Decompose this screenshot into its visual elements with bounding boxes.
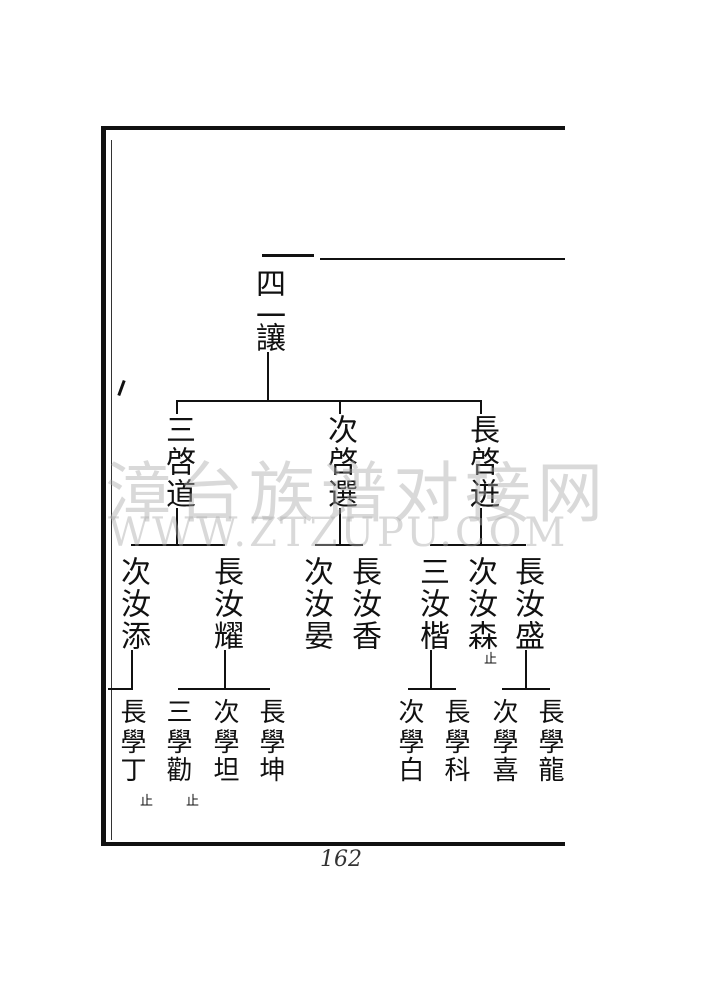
gen3-name-1: 學丁 — [116, 728, 146, 784]
gen1-drop-1 — [176, 400, 178, 414]
gen1-name-2: 啓選 — [322, 446, 357, 510]
gen2-note-6: 止 — [484, 652, 498, 667]
gen3-label-5: 次 — [394, 698, 424, 726]
gen1-name-3: 啓迸 — [464, 446, 499, 510]
gen2-name-5: 汝楷 — [414, 588, 449, 652]
gen3-label-2: 三 — [162, 698, 192, 726]
stem-qidao — [176, 508, 178, 544]
gen2-name-6: 汝森 — [462, 588, 497, 652]
gen3-label-7: 次 — [488, 698, 518, 726]
root-name: 讓 — [250, 322, 285, 354]
gen2-name-7: 汝盛 — [509, 588, 544, 652]
page-frame-bottom — [101, 842, 565, 846]
gen1-label-2: 次 — [322, 414, 357, 446]
stem-qibeng — [480, 508, 482, 544]
gen2-name-2: 汝耀 — [208, 588, 243, 652]
stem-qixuan — [339, 508, 341, 544]
gen3-label-1: 長 — [116, 698, 146, 726]
gen3-name-4: 學坤 — [255, 728, 285, 784]
bar-rutian — [108, 688, 133, 690]
root-stem — [267, 352, 269, 402]
gen1-drop-2 — [339, 400, 341, 414]
gen2-name-4: 汝香 — [346, 588, 381, 652]
gen3-name-5: 學白 — [394, 728, 424, 784]
gen3-note-1: 止 — [140, 794, 154, 809]
bar-rusheng — [502, 688, 550, 690]
bar-qidao — [131, 544, 225, 546]
ink-mark — [117, 379, 126, 397]
bar-ruyao — [178, 688, 270, 690]
bar-qibeng — [430, 544, 526, 546]
stem-rukai — [430, 650, 432, 690]
watermark-title: 漳台族谱对接网 — [105, 455, 609, 532]
gen3-name-7: 學喜 — [488, 728, 518, 784]
gen2-label-7: 長 — [509, 556, 544, 588]
bar-qixuan — [315, 544, 363, 546]
gen2-label-4: 長 — [346, 556, 381, 588]
gen1-name-1: 啓道 — [160, 446, 195, 510]
page-number: 162 — [320, 847, 362, 872]
gen2-label-3: 次 — [298, 556, 333, 588]
gen1-label-1: 三 — [160, 414, 195, 446]
gen3-name-8: 學龍 — [534, 728, 564, 784]
gen3-label-4: 長 — [255, 698, 285, 726]
root-generation: 四一 — [250, 268, 285, 332]
watermark-url: WWW.ZTZUPU.COM — [108, 510, 569, 556]
stem-rusheng — [525, 650, 527, 690]
gen2-label-1: 次 — [115, 556, 150, 588]
gen3-label-8: 長 — [534, 698, 564, 726]
bar-rukai — [408, 688, 456, 690]
gen3-note-2: 止 — [186, 794, 200, 809]
root-rule-right — [320, 258, 565, 260]
root-rule-left — [262, 254, 314, 257]
gen3-name-3: 學坦 — [209, 728, 239, 784]
gen3-name-6: 學科 — [440, 728, 470, 784]
stem-rutian — [131, 650, 133, 690]
gen3-label-6: 長 — [440, 698, 470, 726]
gen1-label-3: 長 — [464, 414, 499, 446]
page-frame-inner-left — [111, 140, 112, 840]
gen3-name-2: 學勸 — [162, 728, 192, 784]
gen2-label-5: 三 — [414, 556, 449, 588]
gen2-name-3: 汝晏 — [298, 588, 333, 652]
gen2-label-2: 長 — [208, 556, 243, 588]
page-frame-left — [101, 126, 106, 846]
gen3-label-3: 次 — [209, 698, 239, 726]
gen1-bar — [176, 400, 482, 402]
page-frame-top — [101, 126, 565, 130]
stem-ruyao — [224, 650, 226, 690]
gen2-name-1: 汝添 — [115, 588, 150, 652]
gen1-drop-3 — [480, 400, 482, 414]
gen2-label-6: 次 — [462, 556, 497, 588]
